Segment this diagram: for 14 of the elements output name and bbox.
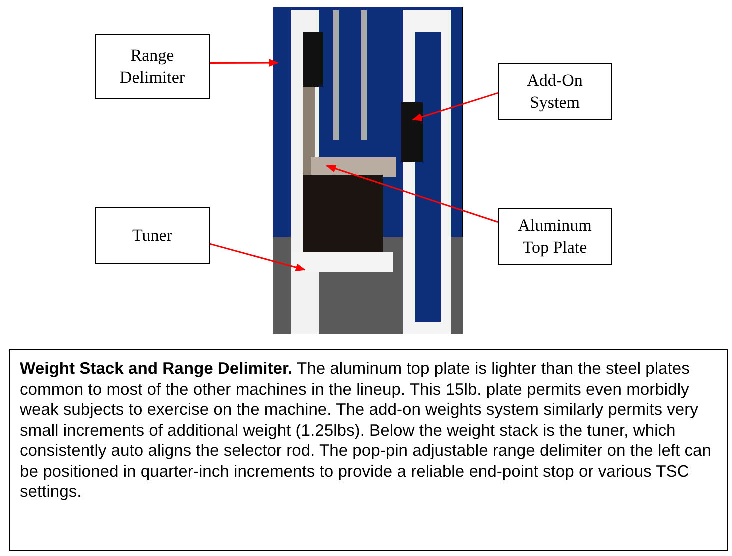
leader-arrow — [326, 165, 498, 223]
callout-label: Add-On System — [526, 70, 584, 114]
callout-label: Range Delimiter — [118, 44, 186, 88]
leader-arrow — [412, 92, 498, 122]
callout-label: Aluminum Top Plate — [517, 214, 593, 258]
callout-box — [95, 207, 210, 264]
callout-label: Tuner — [132, 224, 172, 246]
callout-box — [498, 63, 612, 120]
caption-text: Weight Stack and Range Delimiter. The aluminum top plate is lighter than the steel plates common to most of the other machines in the lineup. This 15lb. plate permits even morbidly weak subjects to exercise on the machine. The add-on weights system similarly permits very small increments of additional weight (1.25lbs). Below the weight stack is the tuner, which consistently auto aligns the selector rod. The pop-pin adjustable range delimiter on the left can be positioned in quarter-inch increments to provide a reliable end-point stop or various TSC settings. — [20, 359, 712, 501]
callout-box — [498, 208, 612, 265]
leader-arrow — [210, 59, 279, 68]
leader-arrow — [210, 243, 306, 272]
caption-box — [9, 349, 728, 551]
callout-box — [95, 34, 210, 99]
